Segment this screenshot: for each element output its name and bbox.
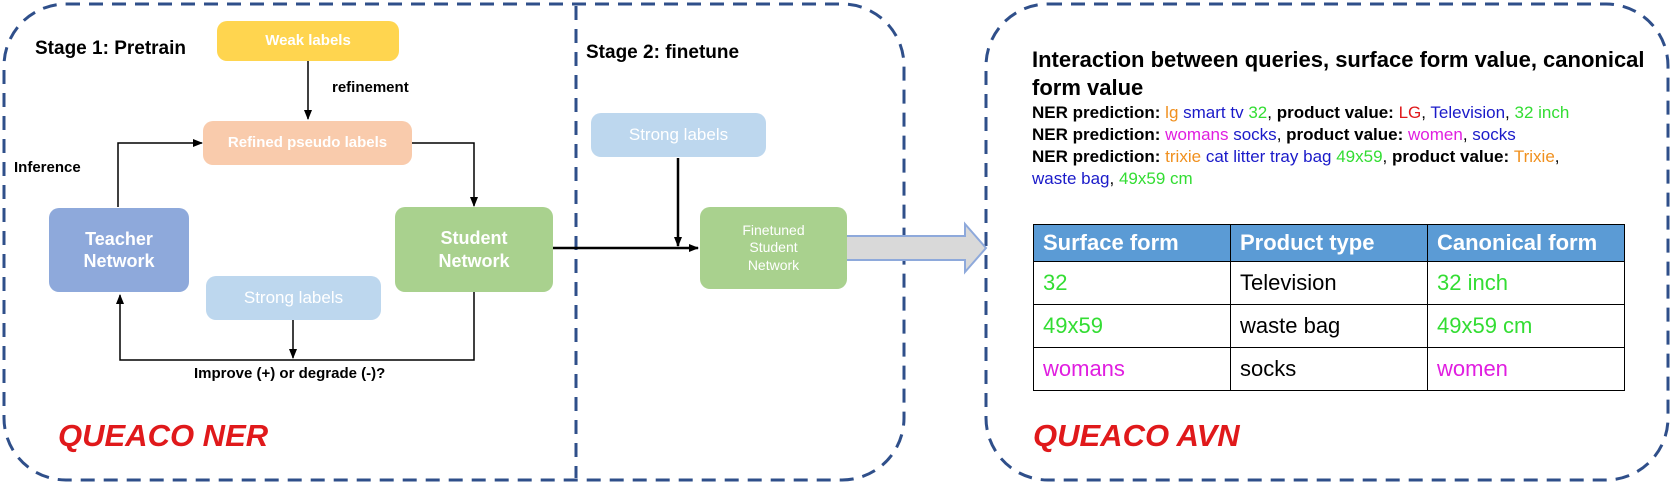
inference-label: Inference [14,159,81,176]
teacher-network-box: Teacher Network [49,208,189,292]
ner-field-label: NER prediction: [1032,103,1166,122]
ner-token: women [1408,125,1463,144]
improve-question-label: Improve (+) or degrade (-)? [194,365,386,382]
ner-token: , [1462,125,1473,144]
ner-token: , [1554,147,1560,166]
ner-field-label: product value: [1392,147,1514,166]
table-cell: Television [1230,261,1428,305]
ner-token: lg [1165,103,1179,122]
ner-token: LG [1398,103,1422,122]
ner-token: womans [1165,125,1229,144]
ner-token: , [1382,147,1392,166]
surface-canonical-table: Surface form Product type Canonical form… [1033,224,1625,391]
table-cell: 32 [1033,261,1231,305]
ner-token: , [1109,169,1119,188]
ner-token: , [1276,125,1287,144]
header-canonical-form: Canonical form [1427,224,1625,262]
student-network-box: Student Network [395,207,553,292]
ner-panel-border [2,2,906,482]
avn-panel-border [984,2,1670,482]
ner-field-label: NER prediction: [1032,125,1166,144]
ner-panel-title: QUEACO NER [58,418,269,453]
ner-prediction-line: NER prediction: lg smart tv 32, product … [1032,102,1652,124]
table-cell: women [1427,347,1625,391]
table-cell: 49x59 cm [1427,304,1625,348]
header-product-type: Product type [1230,224,1428,262]
ner-prediction-line: NER prediction: trixie cat litter tray b… [1032,146,1652,190]
weak-labels-box: Weak labels [217,21,399,61]
ner-token: cat litter tray bag [1205,147,1332,166]
inference-arrow [117,139,203,207]
ner-prediction-line: NER prediction: womans socks, product va… [1032,124,1652,146]
stage1-label: Stage 1: Pretrain [35,38,186,59]
finetuned-student-network-box: Finetuned Student Network [700,207,847,289]
ner-token: , [1267,103,1277,122]
header-surface-form: Surface form [1033,224,1231,262]
ner-prediction-lines: NER prediction: lg smart tv 32, product … [1032,102,1652,190]
avn-heading: Interaction between queries, surface for… [1032,47,1645,100]
ner-token: 49x59 cm [1118,169,1193,188]
strong-labels-stage1-box: Strong labels [206,276,381,320]
ner-token: 32 [1248,103,1268,122]
ner-field-label: product value: [1286,125,1408,144]
ner-token: waste bag [1032,169,1110,188]
refinement-label: refinement [332,79,409,96]
ner-token: , [1505,103,1515,122]
ner-token: smart tv [1183,103,1244,122]
ner-token: , [1421,103,1431,122]
table-header-row: Surface form Product type Canonical form [1033,224,1625,262]
ner-token: 32 inch [1514,103,1570,122]
table-cell: 49x59 [1033,304,1231,348]
ner-token: socks [1472,125,1516,144]
ner-token: Television [1430,103,1506,122]
refined-to-student-arrow [412,142,478,207]
avn-text-block: Interaction between queries, surface for… [1032,46,1652,190]
ner-field-label: NER prediction: [1032,147,1166,166]
refined-pseudo-labels-box: Refined pseudo labels [203,121,412,165]
table-cell: socks [1230,347,1428,391]
ner-token: Trixie [1513,147,1555,166]
to-avn-block-arrow [845,221,988,275]
table-cell: womans [1033,347,1231,391]
feedback-loop-arrow [116,292,475,361]
ner-token: 49x59 [1336,147,1383,166]
stage2-label: Stage 2: finetune [586,42,740,63]
table-cell: waste bag [1230,304,1428,348]
avn-panel-title: QUEACO AVN [1033,418,1240,453]
table-cell: 32 inch [1427,261,1625,305]
ner-token: trixie [1165,147,1202,166]
ner-field-label: product value: [1276,103,1399,122]
ner-token: socks [1233,125,1277,144]
strong-labels-stage2-box: Strong labels [591,113,766,157]
